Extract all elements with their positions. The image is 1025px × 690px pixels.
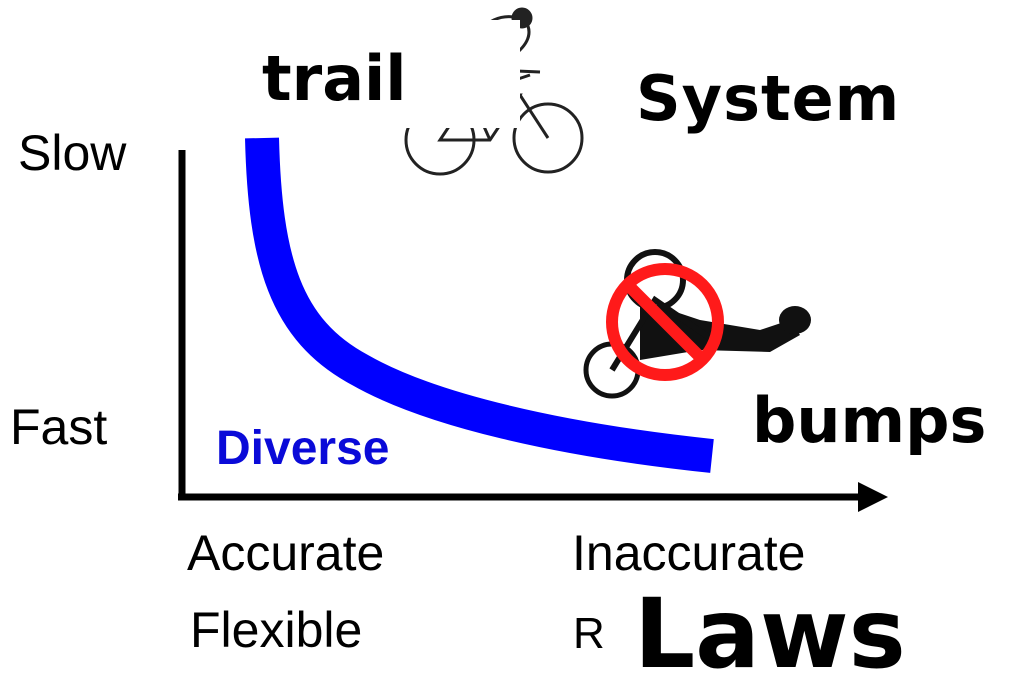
tradeoff-curve — [245, 137, 714, 473]
laws-label: Laws — [634, 578, 906, 690]
y-axis-label-top: Slow — [18, 125, 127, 181]
x-axis-label-left-1: Accurate — [187, 525, 385, 581]
x-axis-label-right-2-small: R — [573, 609, 605, 658]
trail-box — [248, 20, 520, 128]
axes — [178, 150, 888, 512]
no-sign-icon — [606, 263, 724, 381]
bumps-box — [710, 370, 1025, 480]
x-axis-label-left-2: Flexible — [190, 602, 363, 658]
x-axis-arrow — [858, 482, 888, 512]
bumps-label: bumps — [752, 384, 987, 457]
trail-label: trail — [262, 42, 407, 115]
system-label: System — [636, 62, 901, 135]
y-axis-label-bottom: Fast — [10, 399, 108, 455]
diverse-label: Diverse — [216, 422, 390, 475]
x-axis-label-right-1: Inaccurate — [572, 525, 806, 581]
